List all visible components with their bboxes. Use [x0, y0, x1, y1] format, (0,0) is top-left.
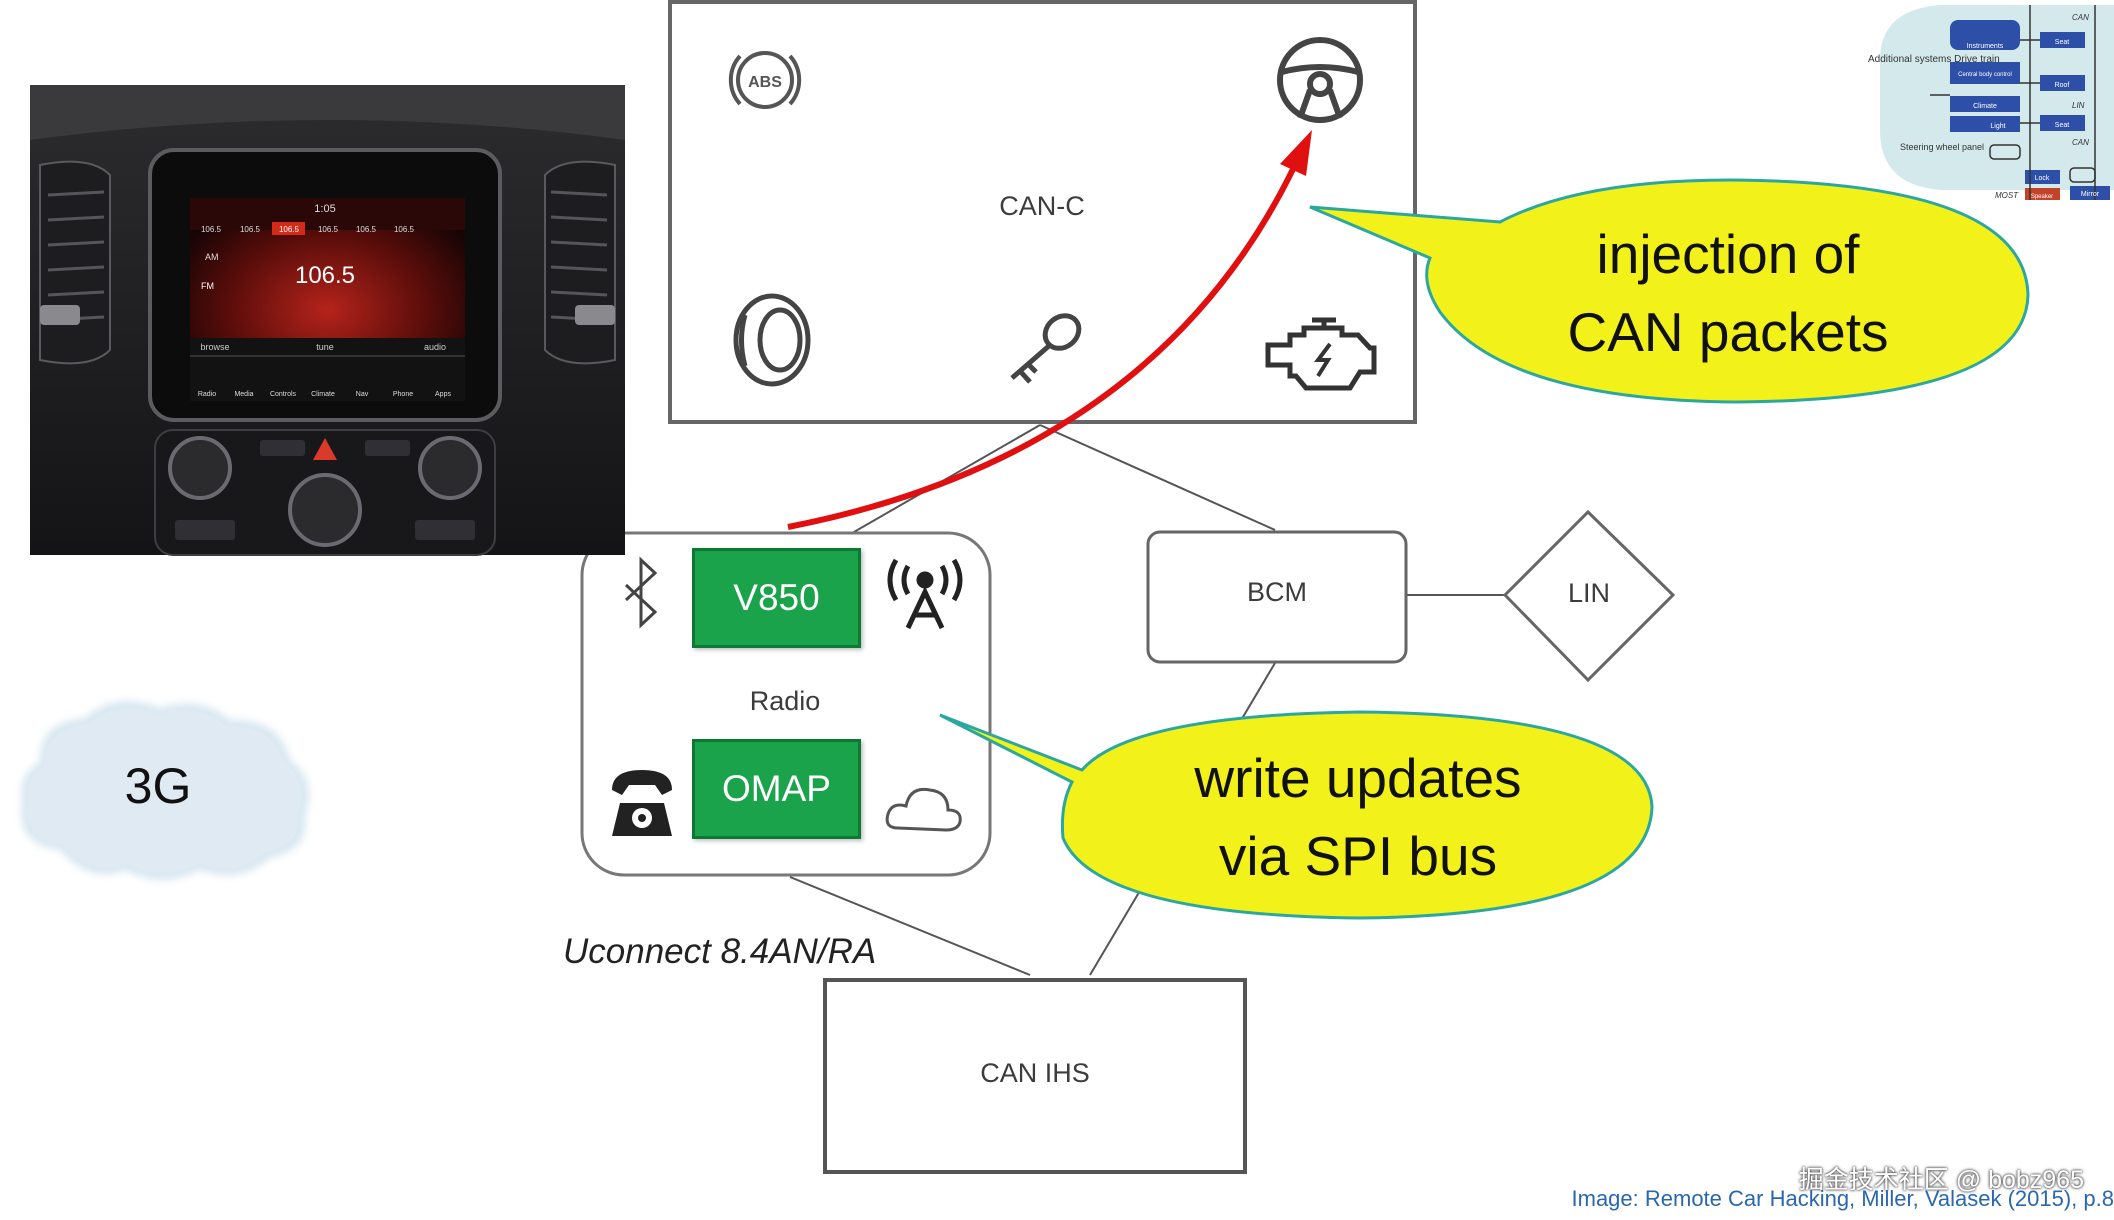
callout-top-line1: injection of	[1596, 223, 1860, 285]
station-frequency: 106.5	[295, 262, 355, 289]
thumb-central-body: Central body control	[1958, 72, 2012, 78]
tire-icon	[733, 293, 811, 387]
abs-icon: ABS	[728, 51, 802, 109]
callout-bottom-line2: via SPI bus	[1218, 825, 1498, 887]
app-nav: Nav	[356, 391, 369, 398]
app-phone: Phone	[393, 391, 413, 398]
callout-top-text: injection of CAN packets	[1568, 215, 1889, 371]
lin-label: LIN	[1568, 578, 1610, 608]
preset-2: 106.5	[240, 225, 261, 234]
callout-top-line2: CAN packets	[1567, 301, 1889, 363]
callout-top	[1309, 178, 2030, 404]
preset-1: 106.5	[201, 225, 222, 234]
thumb-instruments: Instruments	[1967, 43, 2004, 50]
head-unit-photo	[30, 85, 625, 556]
screen-clock: 1:05	[314, 203, 335, 215]
control-audio: audio	[424, 342, 446, 352]
callout-bottom	[939, 710, 1654, 920]
engine-warning-icon	[1265, 317, 1377, 391]
control-browse: browse	[200, 342, 229, 352]
radio-box	[580, 531, 992, 877]
omap-chip: OMAP	[692, 739, 861, 839]
thumb-can-2: CAN	[2072, 138, 2089, 147]
can-ihs-label: CAN IHS	[980, 1058, 1090, 1088]
thumb-speaker: Speaker	[2031, 194, 2053, 200]
app-radio: Radio	[198, 391, 216, 398]
thumb-climate: Climate	[1973, 103, 1997, 110]
can-c-label: CAN-C	[999, 191, 1085, 221]
svg-text:ABS: ABS	[748, 74, 782, 91]
thumb-mirror: Mirror	[2081, 191, 2100, 198]
preset-4: 106.5	[318, 225, 339, 234]
image-credit: Image: Remote Car Hacking, Miller, Valas…	[1571, 1186, 2114, 1211]
callout-bottom-text: write updates via SPI bus	[1194, 739, 1521, 895]
3g-label: 3G	[125, 758, 192, 814]
band-am: AM	[205, 252, 219, 262]
vehicle-network-thumbnail: Additional systems Drive train Instrumen…	[1868, 5, 2114, 200]
telephone-icon	[612, 770, 672, 836]
thumb-seat-2: Seat	[2055, 122, 2069, 129]
thumb-additional: Additional systems Drive train	[1868, 54, 2000, 65]
app-media: Media	[234, 391, 253, 398]
thumb-lin: LIN	[2072, 101, 2085, 110]
thumb-steering-panel: Steering wheel panel	[1900, 142, 1984, 152]
control-tune: tune	[316, 342, 334, 352]
bluetooth-icon	[624, 556, 658, 629]
app-climate: Climate	[311, 391, 335, 398]
key-icon	[1010, 313, 1082, 384]
radio-label: Radio	[750, 686, 821, 716]
bcm-label: BCM	[1247, 577, 1307, 607]
preset-5: 106.5	[356, 225, 377, 234]
link-radio-canihs	[789, 876, 1031, 976]
head-unit-screen-text: 1:05 106.5 106.5 106.5 106.5 106.5 106.5…	[198, 203, 452, 398]
thumb-light: Light	[1990, 123, 2005, 130]
app-controls: Controls	[270, 391, 297, 398]
injection-arrow	[787, 130, 1312, 530]
cloud-icon	[885, 787, 962, 832]
thumb-most: MOST	[1995, 191, 2019, 200]
preset-6: 106.5	[394, 225, 415, 234]
v850-chip: V850	[692, 548, 861, 648]
thumb-can-1: CAN	[2072, 13, 2089, 22]
app-apps: Apps	[435, 391, 451, 398]
watermark: 掘金技术社区 @ bobz965	[1798, 1166, 2084, 1194]
3g-cloud	[21, 700, 310, 880]
lin-diamond	[1502, 509, 1676, 683]
steering-wheel-icon	[1277, 37, 1363, 123]
thumb-lock: Lock	[2035, 175, 2050, 182]
device-caption: Uconnect 8.4AN/RA	[563, 932, 877, 971]
band-fm: FM	[201, 281, 214, 291]
bcm-box	[1146, 530, 1408, 664]
preset-3: 106.5	[279, 225, 300, 234]
thumb-roof: Roof	[2055, 82, 2070, 89]
can-ihs-box	[823, 978, 1247, 1174]
callout-bottom-line1: write updates	[1194, 747, 1522, 809]
link-canc-bcm	[1039, 424, 1276, 531]
thumb-seat-1: Seat	[2055, 39, 2069, 46]
antenna-icon	[887, 558, 963, 630]
